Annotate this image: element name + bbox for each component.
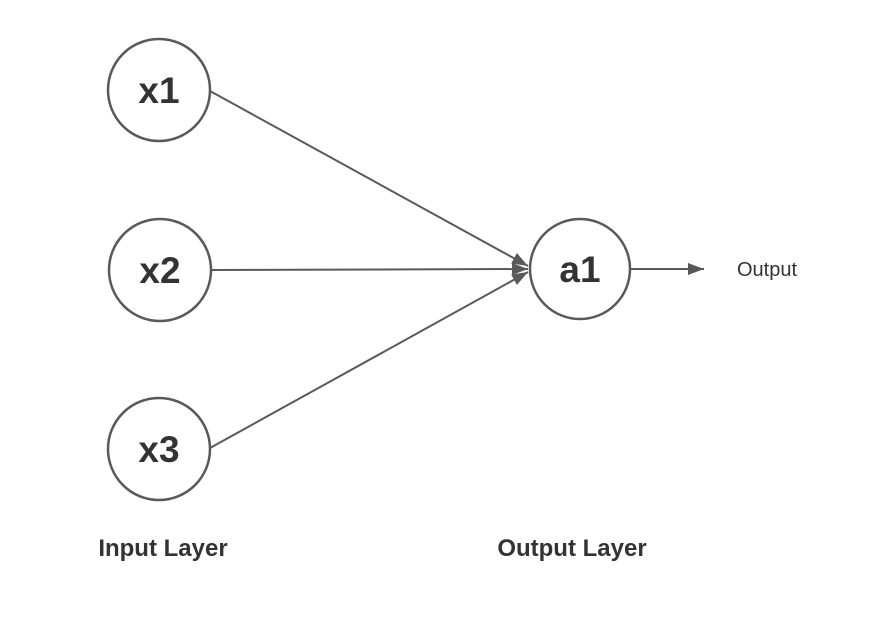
node-x3: x3 xyxy=(106,396,212,502)
node-x1: x1 xyxy=(106,37,212,143)
edge-x1-a1 xyxy=(209,90,529,267)
caption-output-layer: Output Layer xyxy=(497,535,646,562)
node-x1-label: x1 xyxy=(138,70,179,111)
edges xyxy=(209,90,704,449)
caption-input-layer: Input Layer xyxy=(98,535,227,562)
node-x2: x2 xyxy=(107,217,213,323)
edge-x3-a1 xyxy=(209,271,529,449)
node-x3-circle xyxy=(106,396,212,502)
node-a1-circle xyxy=(528,217,632,321)
node-x3-label: x3 xyxy=(138,429,179,470)
node-a1-label: a1 xyxy=(559,249,600,290)
node-x2-label: x2 xyxy=(139,250,180,291)
node-a1: a1 xyxy=(528,217,632,321)
node-x1-circle xyxy=(106,37,212,143)
node-x2-circle xyxy=(107,217,213,323)
output-text-label: Output xyxy=(737,259,797,281)
edge-x2-a1 xyxy=(211,263,529,276)
